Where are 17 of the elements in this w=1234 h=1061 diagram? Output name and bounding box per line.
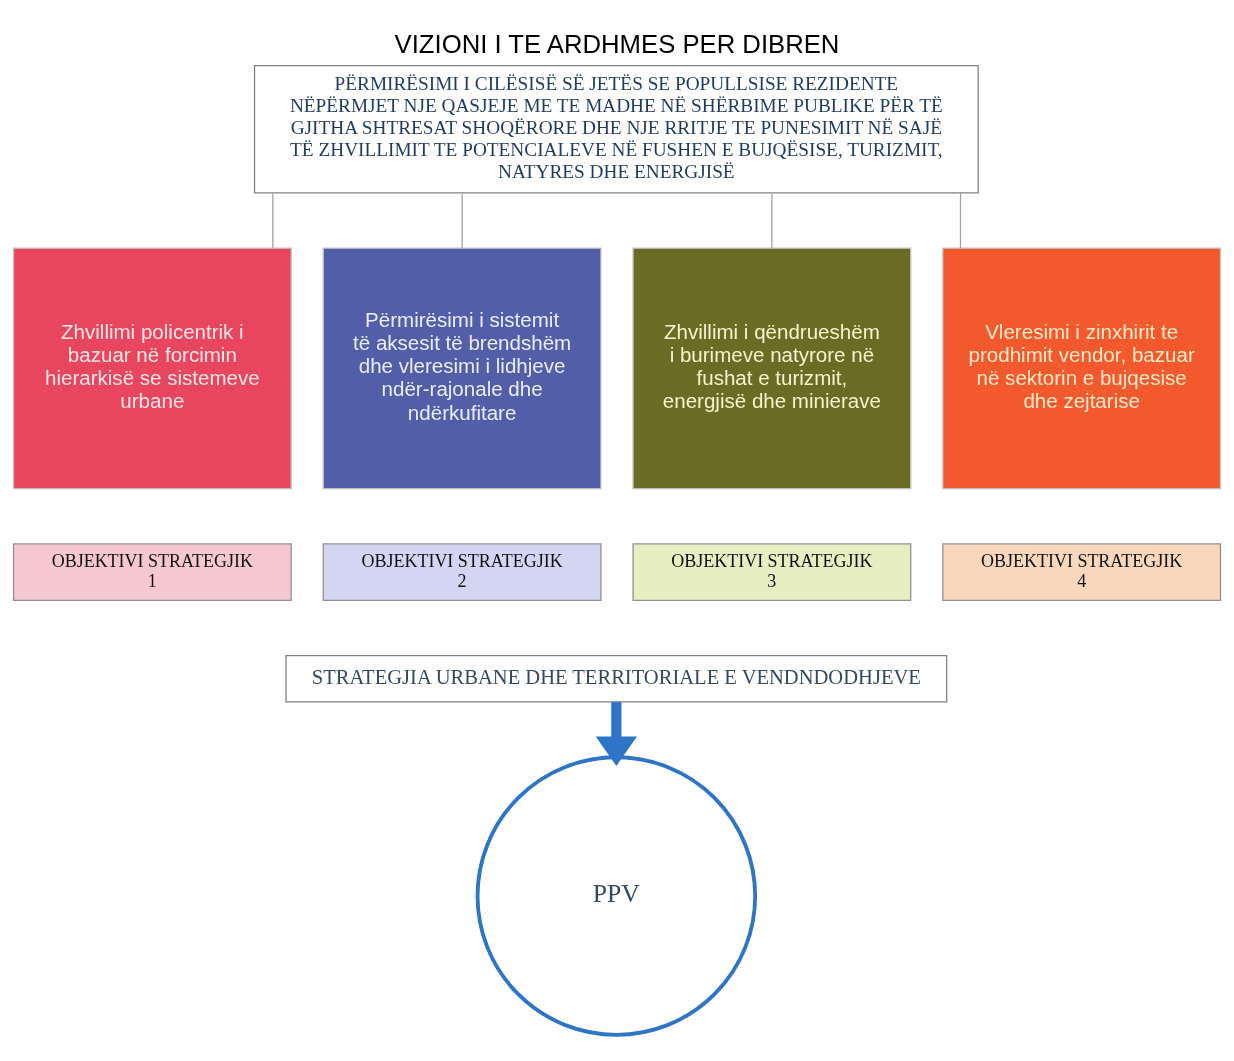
arrow [595, 701, 638, 766]
diagram-title: VIZIONI I TE ARDHMES PER DIBREN [394, 29, 840, 58]
node-box: OBJEKTIVI STRATEGJIK 2 [322, 542, 602, 601]
connector [771, 192, 773, 248]
node-box: OBJEKTIVI STRATEGJIK 4 [942, 542, 1222, 601]
node-box: Zhvillimi policentrik i bazuar në forcimin hierarkisë se sistemeve urbane [12, 247, 292, 489]
node-box: Zhvillimi i qëndrueshëm i burimeve natyrore në fushat e turizmit, energjisë dhe minierave [632, 247, 912, 489]
connector [461, 192, 463, 248]
node-circle: PPV [475, 754, 758, 1037]
node-box: Vleresimi i zinxhirit te prodhimit vendor, bazuar në sektorin e bujqesise dhe zejtarise [942, 247, 1222, 489]
node-box: STRATEGJIA URBANE DHE TERRITORIALE E VENDNDODHJEVE [285, 654, 948, 703]
node-box: Përmirësimi i sistemit të aksesit të brendshëm dhe vleresimi i lidhjeve ndër-rajonale dhe ndërkufitare [322, 247, 602, 489]
node-box: OBJEKTIVI STRATEGJIK 1 [12, 542, 292, 601]
node-box: PËRMIRËSIMI I CILËSISË SË JETËS SE POPULLSISE REZIDENTE NËPËRMJET NJE QASJEJE ME TE MADHE NË SHËRBIME PUBLIKE PËR TË GJITHA SHTRESAT SHOQËRORE DHE NJE RRITJE TE PUNESIMIT NË SAJË TË ZHVILLIMIT TE POTENCIALEVE NË FUSHEN E BUJQËSISE, TURIZMIT, NATYRES DHE ENERGJISË [253, 64, 979, 194]
connector [272, 192, 274, 248]
connector [959, 192, 962, 248]
node-box: OBJEKTIVI STRATEGJIK 3 [632, 542, 912, 601]
